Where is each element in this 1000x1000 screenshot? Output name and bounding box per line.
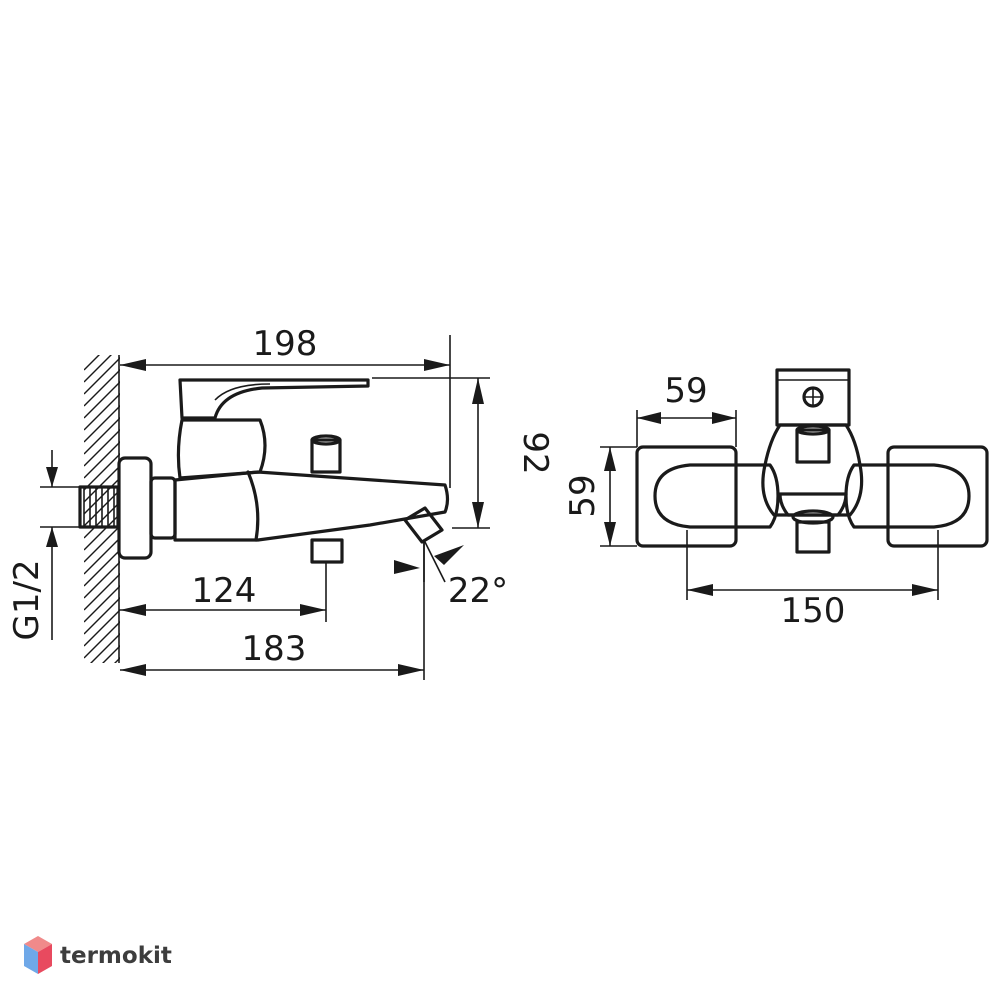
watermark-brand: termokit bbox=[60, 943, 172, 969]
hatch-line bbox=[84, 355, 100, 371]
dim-59-width: 59 bbox=[636, 371, 737, 447]
hatch-line bbox=[84, 666, 124, 706]
dim-150: 150 bbox=[686, 530, 939, 631]
hatch-line bbox=[90, 633, 120, 663]
dim-183-label: 183 bbox=[242, 629, 307, 669]
hatch-line bbox=[84, 537, 120, 575]
dim-59-depth-label: 59 bbox=[563, 474, 603, 517]
dim-59-width-label: 59 bbox=[664, 371, 707, 411]
hatch-line bbox=[84, 357, 120, 395]
dim-198-label: 198 bbox=[253, 324, 318, 364]
dim-198: 198 bbox=[120, 324, 451, 488]
hatch-line bbox=[84, 369, 120, 407]
hatch-line bbox=[84, 453, 120, 491]
dim-92-label: 92 bbox=[515, 431, 555, 474]
hatch-line bbox=[84, 441, 120, 479]
hatch-line bbox=[84, 561, 120, 599]
hatch-line bbox=[84, 405, 120, 443]
dim-124-label: 124 bbox=[192, 571, 257, 611]
hatch-line bbox=[84, 525, 120, 563]
hatch-line bbox=[84, 678, 124, 718]
dim-92: 92 bbox=[372, 377, 555, 529]
hatch-line bbox=[84, 393, 120, 431]
hatch-line bbox=[84, 417, 120, 455]
hatch-line bbox=[84, 690, 124, 730]
hatch-line bbox=[102, 645, 120, 663]
dim-183: 183 bbox=[120, 540, 425, 680]
side-view: 198 92 G1/2 124 bbox=[7, 324, 555, 730]
dim-thread-label: G1/2 bbox=[7, 559, 47, 640]
mixer-body bbox=[173, 378, 450, 564]
hatch-line bbox=[84, 429, 120, 467]
hatch-line bbox=[84, 573, 120, 611]
watermark-logo: termokit bbox=[24, 936, 172, 974]
hatch-line bbox=[84, 621, 120, 659]
dim-angle: 22° bbox=[394, 539, 508, 611]
hatch-line bbox=[114, 657, 120, 663]
dim-thread: G1/2 bbox=[7, 450, 80, 641]
dim-angle-label: 22° bbox=[448, 571, 508, 611]
front-body bbox=[734, 368, 890, 554]
hatch-line bbox=[84, 355, 112, 383]
hatch-line bbox=[84, 549, 120, 587]
hatch-line bbox=[84, 585, 120, 623]
lever-screw-icon bbox=[802, 386, 824, 408]
hatch-line bbox=[84, 597, 120, 635]
dim-150-label: 150 bbox=[781, 591, 846, 631]
dim-59-depth: 59 bbox=[563, 446, 637, 547]
hatch-line bbox=[84, 609, 120, 647]
wall-flange bbox=[117, 456, 177, 560]
dim-124: 124 bbox=[120, 562, 327, 622]
cube-icon bbox=[24, 936, 52, 974]
hatch-line bbox=[84, 381, 120, 419]
front-view: 59 59 150 bbox=[563, 368, 989, 631]
